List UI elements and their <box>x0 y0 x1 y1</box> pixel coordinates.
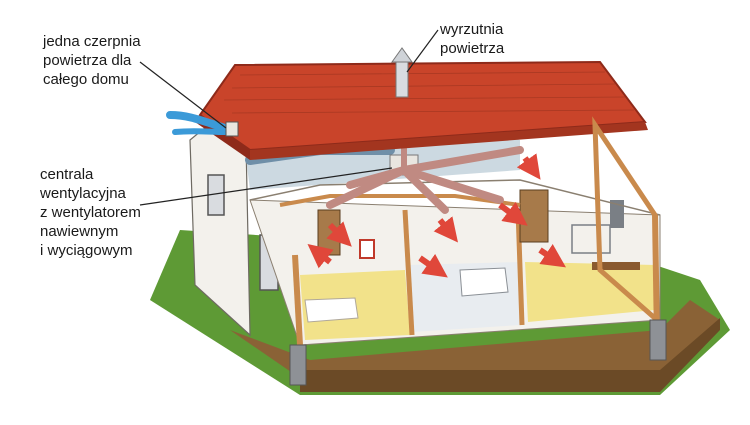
airflow-arrow <box>326 221 352 247</box>
airflow-arrow <box>418 253 448 278</box>
intake-label-line: jedna czerpnia <box>43 33 141 50</box>
airflow-arrow <box>307 244 334 269</box>
exhaust-chimney <box>391 47 413 98</box>
air-intake-arrow <box>166 111 239 137</box>
exhaust-label-line: wyrzutnia <box>440 21 504 38</box>
airflow-arrows <box>307 153 566 278</box>
intake-label: jedna czerpnia powietrza dla całego domu <box>43 32 141 89</box>
intake-label-line: powietrza dla <box>43 52 132 69</box>
airflow-arrow <box>538 244 566 268</box>
rooms <box>249 179 661 346</box>
foundation-post-right <box>649 319 667 361</box>
ventilation-unit-label: centrala wentylacyjna z wentylatorem naw… <box>40 165 141 260</box>
leader-lines <box>139 29 439 206</box>
exhaust-label-line: powietrza <box>440 40 505 57</box>
unit-label-line: i wyciągowym <box>40 242 133 259</box>
leader-line-intake <box>139 61 227 129</box>
roof <box>195 60 648 160</box>
airflow-arrow <box>498 201 528 226</box>
unit-label-line: nawiewnym <box>40 223 119 240</box>
room-floor-right <box>525 262 655 322</box>
unit-label-line: z wentylatorem <box>40 204 141 221</box>
leader-line-exhaust <box>406 29 439 73</box>
airflow-arrow <box>516 153 541 180</box>
airflow-arrow <box>433 216 458 243</box>
exhaust-label: wyrzutnia powietrza <box>440 20 504 58</box>
unit-label-line: wentylacyjna <box>40 185 126 202</box>
leader-line-unit <box>139 167 393 206</box>
intake-label-line: całego domu <box>43 71 129 88</box>
foundation-post-left <box>289 344 307 386</box>
unit-label-line: centrala <box>40 166 94 183</box>
